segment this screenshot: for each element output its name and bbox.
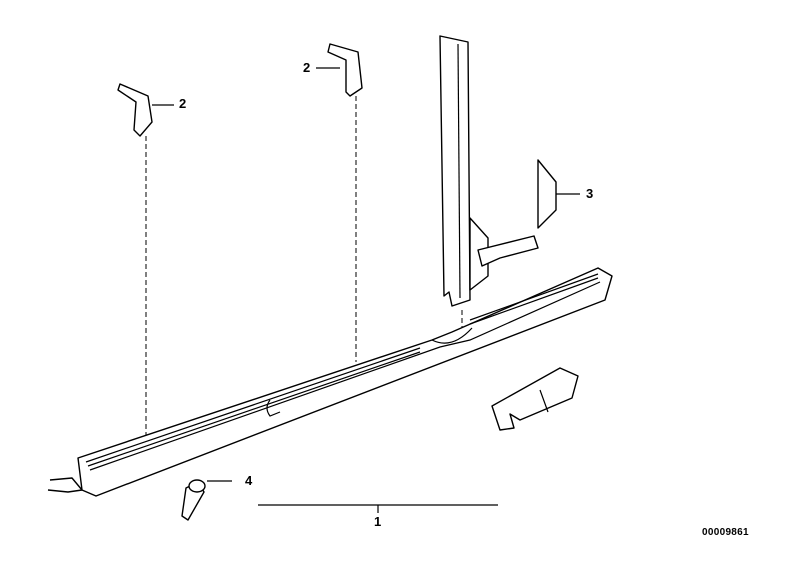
grommet-part-4[interactable] xyxy=(181,479,206,521)
sill-trim-part[interactable] xyxy=(47,267,613,497)
end-cap-part[interactable] xyxy=(491,367,579,431)
callout-2b[interactable]: 2 xyxy=(303,60,311,75)
clip-part-2b[interactable] xyxy=(327,43,363,97)
callout-3[interactable]: 3 xyxy=(586,186,594,201)
callout-1[interactable]: 1 xyxy=(374,514,382,529)
diagram-id: 00009861 xyxy=(702,527,749,538)
pillar-trim-part[interactable] xyxy=(439,35,539,307)
cap-part-3[interactable] xyxy=(537,159,557,229)
callout-2a[interactable]: 2 xyxy=(179,96,187,111)
clip-part-2a[interactable] xyxy=(117,83,153,137)
callout-4[interactable]: 4 xyxy=(245,473,253,488)
